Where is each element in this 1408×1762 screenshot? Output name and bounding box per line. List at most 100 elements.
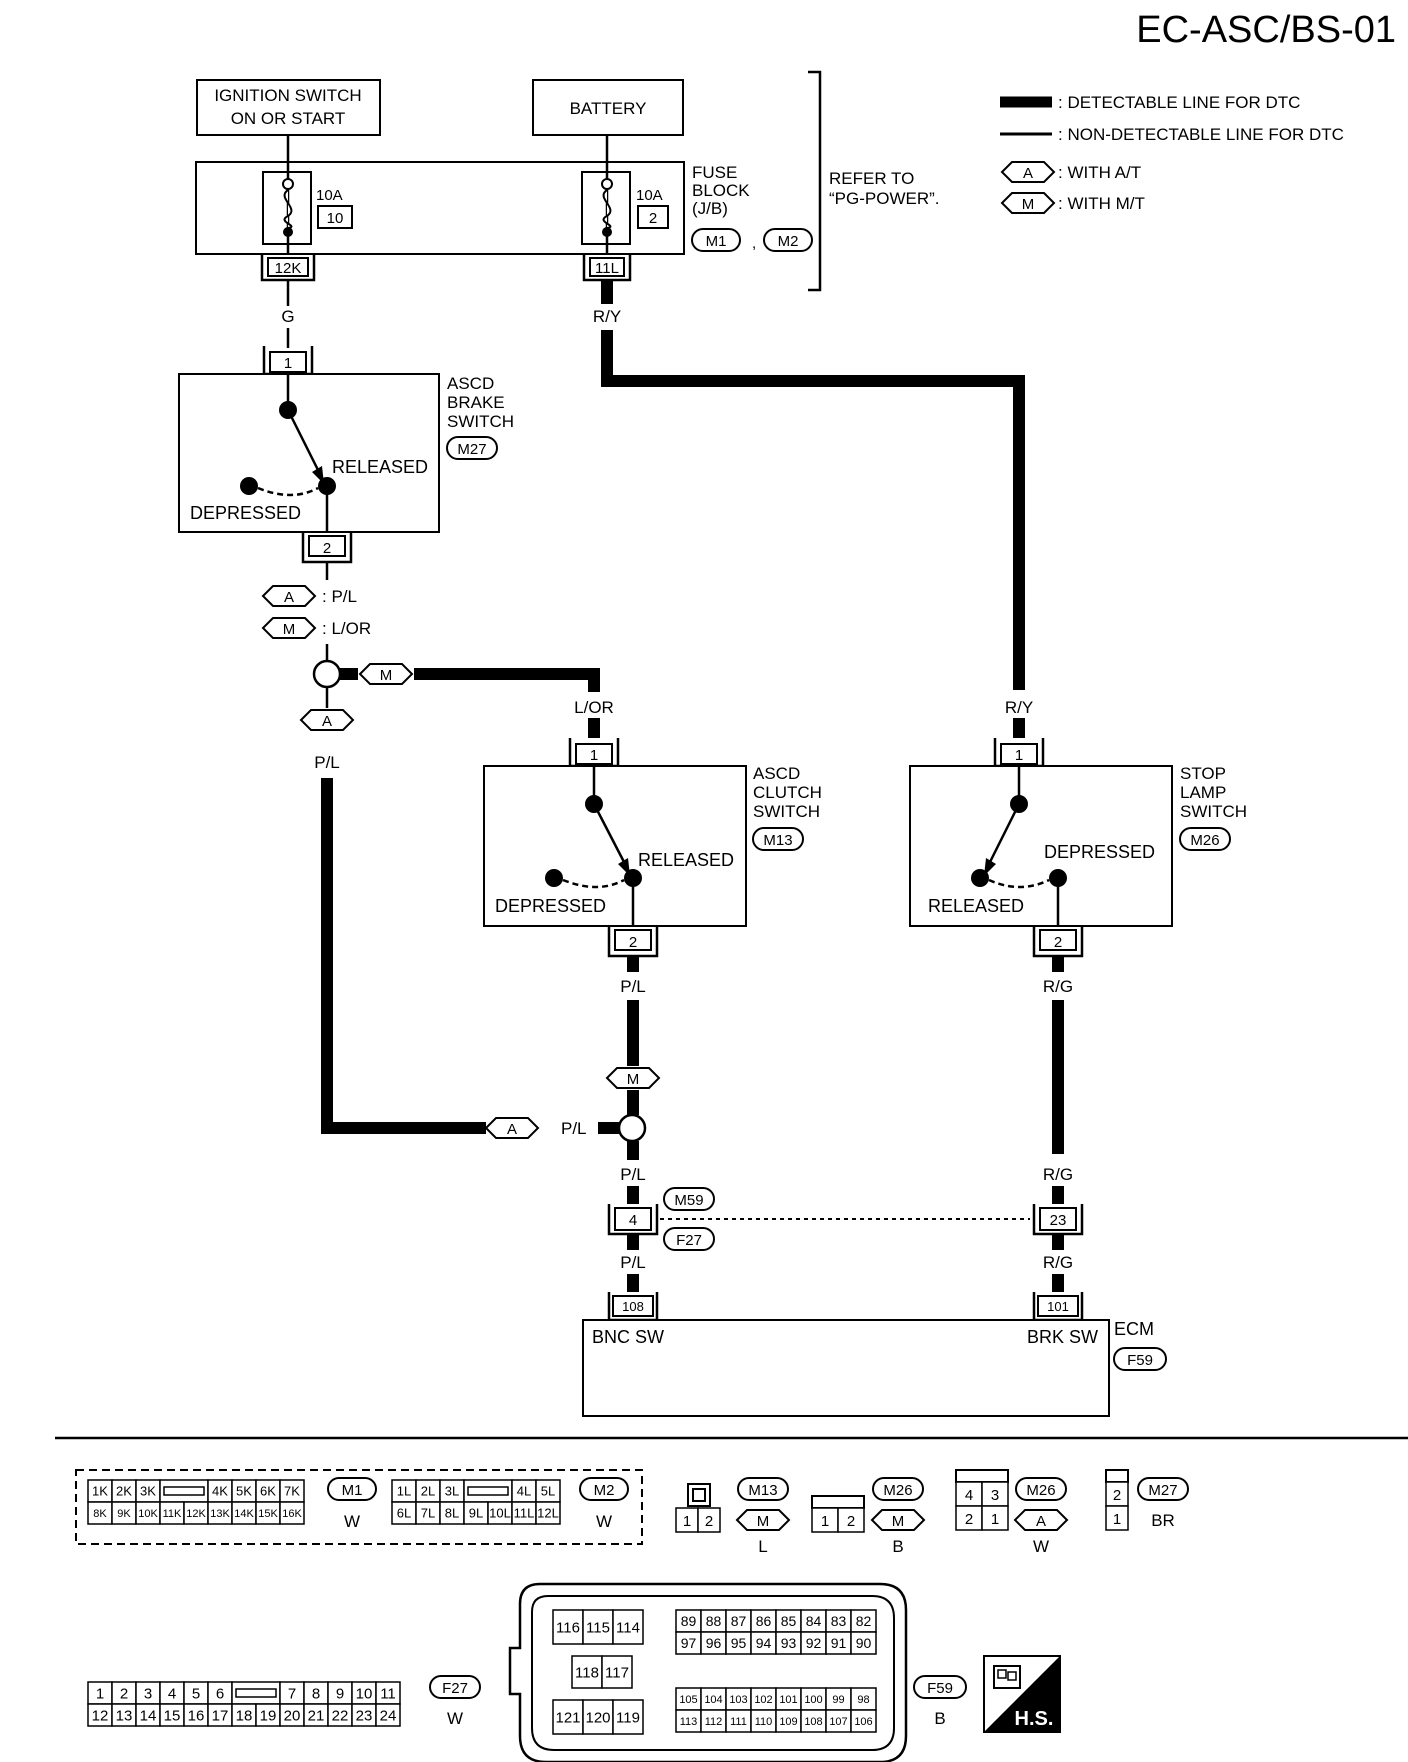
m27-pin-2: 2 [1113, 1487, 1121, 1504]
f27-pin-13-1: 13 [116, 1707, 133, 1724]
f27-pin-1-0: 1 [96, 1685, 104, 1702]
wire-pl-clutch: P/L [620, 977, 646, 996]
f27-pin-7-7: 7 [288, 1685, 296, 1702]
m13-pin-1: 1 [683, 1513, 691, 1530]
stop-lamp-released: RELEASED [928, 896, 1024, 916]
f59-pin-119-2: 119 [616, 1709, 640, 1726]
fuse-block-label1: FUSE [692, 163, 737, 182]
f59-pin-104-1: 104 [704, 1694, 722, 1706]
m1-pin-15K-7: 15K [258, 1508, 278, 1520]
conn-m13-id: M13 [748, 1482, 777, 1499]
m2-pin-7L-1: 7L [421, 1506, 435, 1521]
terminal-12k: 12K [275, 260, 302, 277]
m2-pin-11L-5: 11L [514, 1506, 535, 1521]
f27-pin-6-5: 6 [216, 1685, 224, 1702]
m2-pin-9L-3: 9L [469, 1506, 483, 1521]
conn-m26at-tag: A [1036, 1513, 1046, 1530]
f27-pin-20-8: 20 [284, 1707, 301, 1724]
fuse-block-label2: BLOCK [692, 181, 750, 200]
m1-pin-12K-4: 12K [186, 1508, 206, 1520]
f59-pin-110-3: 110 [755, 1716, 773, 1728]
m2-pin-10L-4: 10L [489, 1506, 511, 1521]
terminal-11l: 11L [595, 260, 619, 277]
brake-opt-m-label: : L/OR [322, 619, 371, 638]
refer-to-line1: REFER TO [829, 169, 914, 188]
f27-pin-9-9: 9 [336, 1685, 344, 1702]
brake-opt-m-tag: M [283, 621, 296, 638]
f27-pin-24-12: 24 [380, 1707, 397, 1724]
f59-pin-91-6: 91 [831, 1635, 847, 1651]
m26at-pin-2: 2 [965, 1511, 973, 1528]
stop-lamp-pin-2: 2 [1054, 934, 1062, 951]
conn-f27-id: F27 [442, 1680, 468, 1697]
ecm-conn: F59 [1127, 1352, 1153, 1369]
f27-pin-23-11: 23 [356, 1707, 373, 1724]
ignition-switch-box [196, 79, 381, 136]
f59-pin-113-0: 113 [680, 1716, 698, 1728]
joint-conn-m59: M59 [674, 1192, 703, 1209]
wire-pl-mid: P/L [620, 1165, 646, 1184]
brake-depressed: DEPRESSED [190, 503, 301, 523]
m1-pin-5K-5: 5K [236, 1484, 252, 1499]
f59-pin-109-4: 109 [779, 1716, 797, 1728]
stop-lamp-depressed: DEPRESSED [1044, 842, 1155, 862]
f59-pin-101-4: 101 [779, 1694, 797, 1706]
f59-pin-117-1: 117 [605, 1664, 629, 1681]
ecm-pin-101: 101 [1047, 1299, 1069, 1314]
m1-pin-8K-0: 8K [93, 1508, 107, 1520]
f27-pin-11-11: 11 [380, 1685, 396, 1702]
battery-label: BATTERY [570, 99, 647, 118]
brake-switch-label2: BRAKE [447, 393, 505, 412]
m2-pin-5L-5: 5L [541, 1484, 555, 1499]
f27-pin-21-9: 21 [308, 1707, 325, 1724]
clutch-switch-conn: M13 [763, 832, 792, 849]
fuse-right-number: 2 [649, 210, 657, 227]
conn-f59-color: B [934, 1709, 945, 1728]
conn-m2-id: M2 [594, 1482, 615, 1499]
m13-pin-2: 2 [705, 1513, 713, 1530]
f27-pin-10-10: 10 [356, 1685, 373, 1702]
ecm-bnc-sw: BNC SW [592, 1327, 664, 1347]
wire-rg-mid: R/G [1043, 1165, 1073, 1184]
f59-pin-88-1: 88 [706, 1613, 722, 1629]
f27-pin-18-6: 18 [236, 1707, 253, 1724]
f59-pin-93-4: 93 [781, 1635, 797, 1651]
m26mt-pin-1: 1 [821, 1513, 829, 1530]
m1-pin-7K-7: 7K [284, 1484, 300, 1499]
brake-opt-a-tag: A [284, 589, 294, 606]
brake-switch-label1: ASCD [447, 374, 494, 393]
svg-text:,: , [752, 235, 756, 252]
f59-pin-96-1: 96 [706, 1635, 722, 1651]
f27-pin-19-7: 19 [260, 1707, 277, 1724]
clutch-switch-label2: CLUTCH [753, 783, 822, 802]
legend-at-label: : WITH A/T [1058, 163, 1141, 182]
brake-opt-a-label: : P/L [322, 587, 357, 606]
fuse-block-label3: (J/B) [692, 199, 728, 218]
fuse-block-conn1: M1 [706, 233, 727, 250]
joint-conn-f27: F27 [676, 1232, 702, 1249]
f59-pin-97-0: 97 [681, 1635, 697, 1651]
fuse-left-number: 10 [327, 210, 344, 227]
m1-pin-2K-1: 2K [116, 1484, 132, 1499]
conn-m13-tag: M [757, 1513, 770, 1530]
wire-rg-bottom: R/G [1043, 1253, 1073, 1272]
m2-pin-3L-2: 3L [445, 1484, 459, 1499]
m2-pin-1L-0: 1L [397, 1484, 411, 1499]
branch-a-tag: A [322, 713, 332, 730]
legend-non-detectable: : NON-DETECTABLE LINE FOR DTC [1058, 125, 1344, 144]
f27-pin-22-10: 22 [332, 1707, 349, 1724]
m2-pin-2L-1: 2L [421, 1484, 435, 1499]
f59-pin-111-2: 111 [730, 1716, 747, 1728]
stop-lamp-switch-box [909, 765, 1173, 927]
f59-pin-89-0: 89 [681, 1613, 697, 1629]
ecm-pin-108: 108 [622, 1299, 644, 1314]
clutch-switch-label3: SWITCH [753, 802, 820, 821]
fuse-right-rating: 10A [636, 187, 663, 204]
m26at-pin-4: 4 [965, 1487, 973, 1504]
legend-at-tag: A [1023, 165, 1033, 182]
f59-pin-90-7: 90 [856, 1635, 872, 1651]
battery-box [532, 79, 684, 136]
conn-m26mt-tag: M [892, 1513, 905, 1530]
